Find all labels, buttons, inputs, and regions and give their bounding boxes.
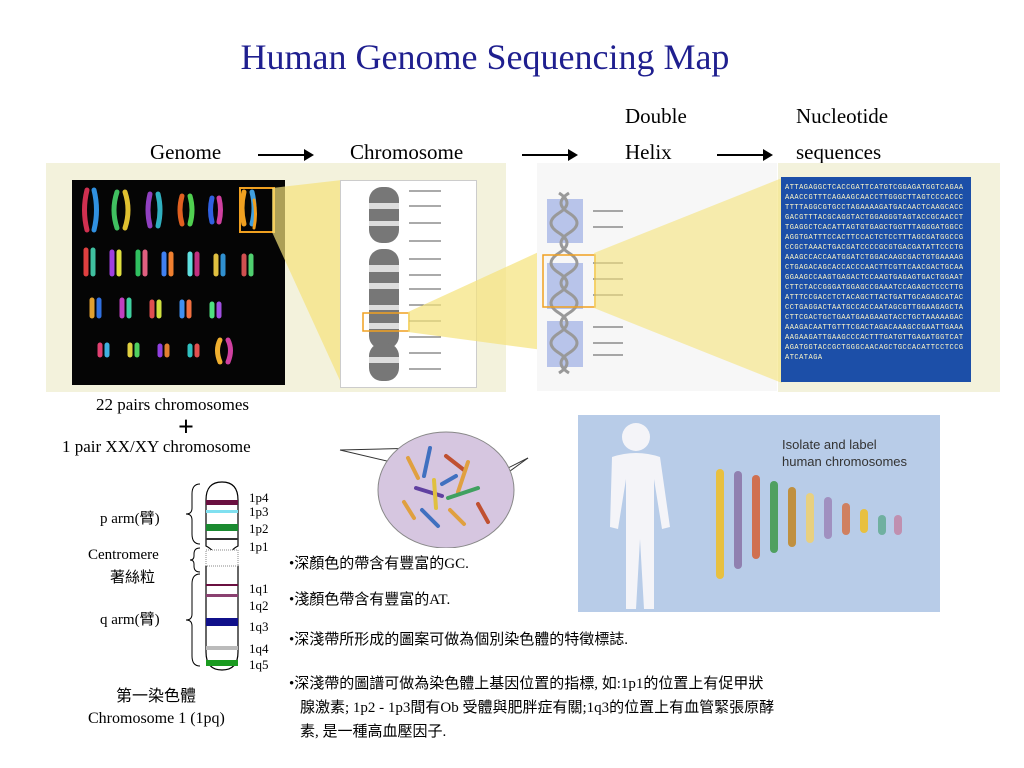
q-arm-brace	[185, 573, 201, 667]
band-grey	[206, 646, 238, 650]
human-body-silhouette	[610, 423, 670, 609]
p-arm-text: p arm	[100, 511, 135, 527]
zoom-projection-2	[408, 250, 543, 350]
nucleotide-label-line2: sequences	[796, 140, 882, 164]
chromosome1-caption-en: Chromosome 1 (1pq)	[88, 710, 225, 727]
zoom-projection-3	[594, 178, 782, 383]
arrow-helix-to-sequence	[717, 149, 773, 161]
nucleotide-sequence-box: ATTAGAGGCTCACCGATTCATGTCGGAGATGGTCAGAAAA…	[781, 177, 971, 382]
arrow-genome-to-chromosome	[258, 149, 314, 161]
zoom-projection-1	[272, 180, 342, 385]
band-navy	[206, 618, 238, 626]
karyotype-image	[72, 180, 285, 385]
band-label-1p3: 1p3	[249, 504, 269, 519]
band-label-1q1: 1q1	[249, 581, 269, 596]
q-arm-zh: (臂)	[134, 612, 160, 628]
nucleotide-label-line1: Nucleotide	[796, 104, 889, 128]
genome-label: Genome	[150, 140, 222, 164]
note-pattern: •深淺帶所形成的圖案可做為個別染色體的特徵標誌.	[289, 632, 629, 648]
band-label-1q2: 1q2	[249, 598, 269, 613]
band-green-2	[206, 660, 238, 666]
band-thin-1	[206, 538, 238, 540]
note-at: •淺顏色帶含有豐富的AT.	[289, 592, 451, 608]
note-gc: •深顏色的帶含有豐富的GC.	[289, 556, 469, 572]
centromere-brace	[189, 547, 201, 573]
band-label-1q3: 1q3	[249, 619, 269, 634]
p-arm-brace	[185, 483, 201, 545]
q-arm-label: q arm(臂)	[100, 608, 160, 629]
band-green	[206, 524, 238, 531]
centromere-zh-label: 著絲粒	[110, 570, 156, 586]
page-title: Human Genome Sequencing Map	[240, 37, 730, 77]
band-label-1q5: 1q5	[249, 657, 269, 672]
chromosome1-band-diagram	[185, 481, 239, 671]
double-helix-label-line2: Helix	[625, 140, 672, 164]
isolate-chromosomes-panel: Isolate and label human chromosomes	[578, 415, 940, 612]
band-label-1p1: 1p1	[249, 539, 269, 554]
nucleus-circle	[377, 431, 515, 548]
plus-sign: +	[178, 412, 194, 443]
p-arm-label: p arm(臂)	[100, 507, 160, 528]
arrow-chromosome-to-helix	[522, 149, 578, 161]
body-panel-caption-line1: Isolate and label	[782, 437, 877, 452]
chromosome-label: Chromosome	[350, 140, 464, 164]
band-thin-2	[206, 584, 238, 586]
chromosome1-caption-zh: 第一染色體	[116, 688, 197, 705]
band-purple	[206, 594, 238, 597]
sex-chromosome-caption: 1 pair XX/XY chromosome	[62, 437, 251, 456]
band-label-1q4: 1q4	[249, 641, 269, 656]
centromere-region	[205, 549, 239, 567]
chromosome-drawing	[362, 187, 441, 381]
chromosome-image	[340, 180, 477, 388]
q-arm-text: q arm	[100, 612, 135, 628]
double-helix-label-line1: Double	[625, 104, 687, 128]
double-helix-drawing	[542, 191, 623, 375]
note-gene-location-line3: 素, 是一種高血壓因子.	[300, 724, 447, 740]
karyotype-chromosomes	[82, 187, 275, 365]
pairs-caption: 22 pairs chromosomes	[96, 395, 249, 414]
band-label-1p2: 1p2	[249, 521, 269, 536]
p-arm-zh: (臂)	[134, 511, 160, 527]
body-and-chromosomes-drawing	[610, 423, 902, 609]
band-dark-1	[206, 500, 238, 505]
band-light-cyan	[206, 510, 238, 513]
body-panel-caption-line2: human chromosomes	[782, 454, 907, 469]
centromere-label: Centromere	[88, 547, 159, 563]
cell-nucleus-illustration	[339, 431, 529, 548]
note-gene-location-line2: 腺激素; 1p2 - 1p3間有Ob 受體與肥胖症有關;1q3的位置上有血管緊張…	[300, 700, 775, 716]
band-label-1p4: 1p4	[249, 490, 269, 505]
note-gene-location-line1: •深淺帶的圖譜可做為染色體上基因位置的指標, 如:1p1的位置上有促甲狀	[289, 676, 764, 692]
